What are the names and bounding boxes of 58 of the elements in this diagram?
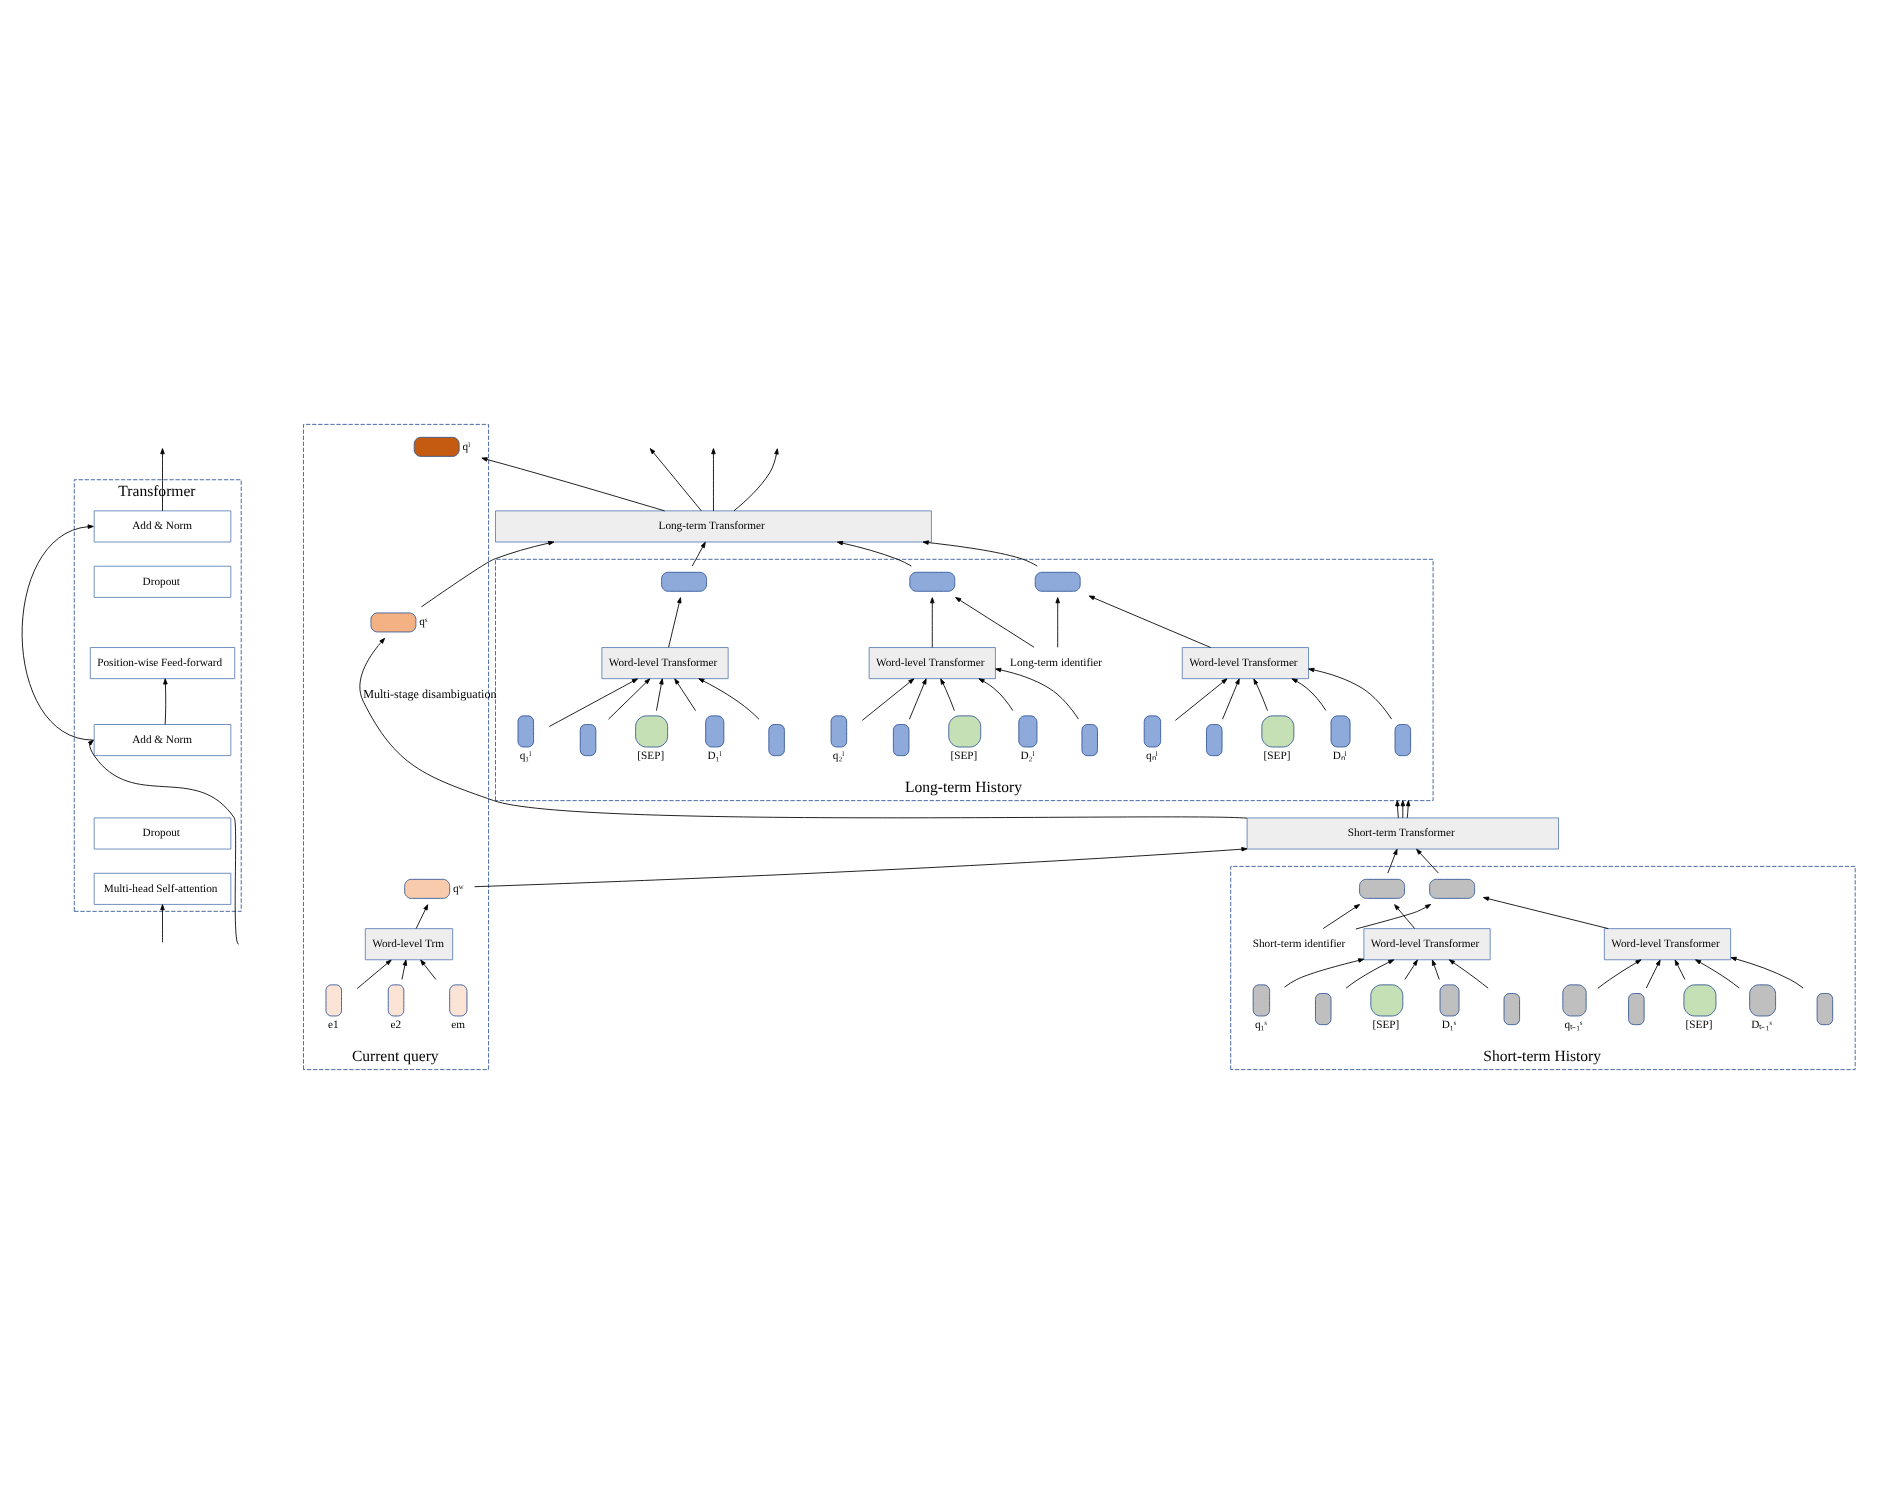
arrow xyxy=(674,678,697,712)
arrow xyxy=(420,959,437,980)
arrow xyxy=(474,846,1248,888)
arrow xyxy=(649,448,702,512)
arrow xyxy=(922,540,1038,567)
arrow xyxy=(995,667,1079,720)
arrow xyxy=(1597,959,1642,989)
arrow xyxy=(1695,959,1740,989)
arrow xyxy=(1448,959,1489,989)
arrow xyxy=(1308,667,1392,720)
arrow xyxy=(1222,678,1240,720)
arrow xyxy=(356,959,392,989)
arrow xyxy=(1387,848,1398,874)
arrow xyxy=(1088,595,1212,648)
arrow xyxy=(401,959,408,980)
arrow xyxy=(608,678,651,720)
arrow xyxy=(836,540,912,567)
arrow xyxy=(940,678,955,711)
arrow xyxy=(656,678,664,712)
arrow xyxy=(21,524,94,746)
arrow xyxy=(1405,800,1411,819)
arrow xyxy=(1355,904,1432,930)
arrow xyxy=(1416,848,1439,874)
arrow xyxy=(978,678,1014,711)
arrow xyxy=(698,678,760,720)
arrow xyxy=(861,678,915,721)
arrow xyxy=(1404,959,1418,980)
arrow xyxy=(668,597,682,648)
arrow xyxy=(1284,958,1365,988)
arrow xyxy=(1394,904,1415,929)
arrow xyxy=(1322,904,1361,929)
arrow xyxy=(1291,678,1327,711)
arrow xyxy=(160,448,165,512)
arrow xyxy=(160,904,165,943)
arrow xyxy=(955,597,1035,648)
arrow xyxy=(481,457,665,512)
arrow xyxy=(87,739,240,945)
arrow xyxy=(548,678,638,727)
arrow xyxy=(1483,896,1609,929)
arrow xyxy=(1400,800,1406,819)
arrow xyxy=(1345,959,1395,989)
arrow xyxy=(415,904,429,929)
arrow xyxy=(909,678,927,720)
arrow xyxy=(1674,959,1686,980)
arrow xyxy=(359,637,1248,819)
arrow xyxy=(421,540,555,608)
arrow xyxy=(1431,959,1440,980)
arrow xyxy=(1730,956,1804,989)
arrow xyxy=(733,448,779,512)
arrow xyxy=(1055,597,1060,648)
arrow xyxy=(1395,800,1400,819)
arrow xyxy=(691,541,706,567)
arrow xyxy=(711,448,716,512)
arrow xyxy=(930,597,935,648)
arrow xyxy=(163,678,168,725)
arrow xyxy=(1253,678,1268,711)
arrow xyxy=(1174,678,1228,721)
arrow xyxy=(1645,959,1661,989)
